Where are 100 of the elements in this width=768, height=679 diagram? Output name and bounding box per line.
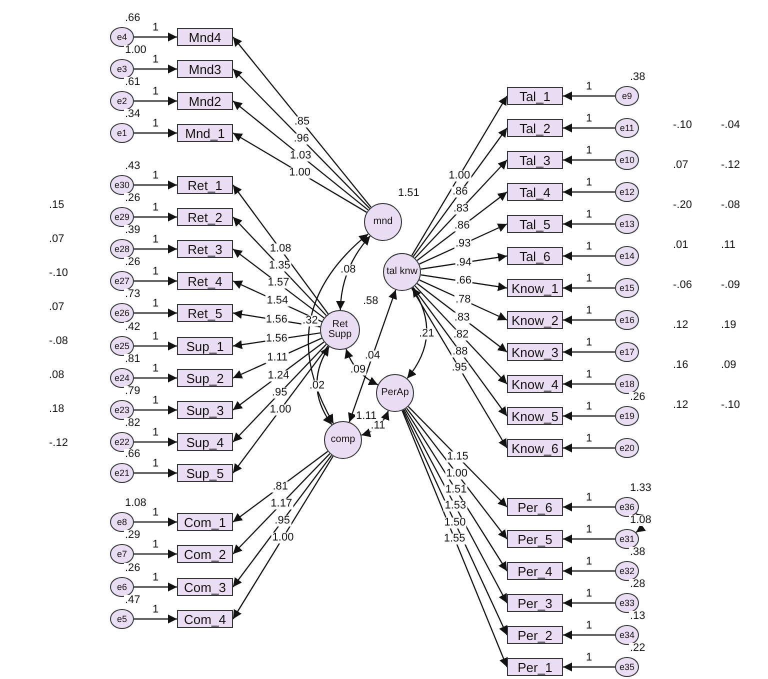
variance-value: 1.51 bbox=[397, 188, 420, 199]
variance-value: 1.33 bbox=[629, 483, 652, 494]
indicator-box: Com_1 bbox=[177, 513, 233, 531]
covariance-value: -.06 bbox=[672, 280, 693, 291]
error-circle: e9 bbox=[615, 86, 639, 106]
variance-value: .61 bbox=[124, 77, 142, 88]
arrow bbox=[419, 223, 508, 265]
arrow bbox=[336, 236, 371, 310]
covariance-value: -.08 bbox=[48, 336, 69, 347]
error-circle: e29 bbox=[110, 207, 134, 227]
covariance-value: .07 bbox=[672, 160, 690, 171]
arrow bbox=[134, 96, 177, 106]
latent-circle: comp bbox=[324, 421, 362, 459]
edge-label: 1.56 bbox=[264, 314, 288, 326]
covariance-value: .15 bbox=[48, 200, 66, 211]
indicator-box: Know_4 bbox=[507, 375, 563, 393]
edge-label: 1 bbox=[151, 458, 160, 470]
variance-value: .58 bbox=[362, 296, 380, 307]
edge-label: 1 bbox=[151, 118, 160, 130]
arrow bbox=[134, 32, 177, 42]
variance-value: 1.08 bbox=[124, 498, 148, 509]
edge-label: 1.00 bbox=[288, 167, 312, 178]
error-circle: e12 bbox=[615, 182, 639, 202]
arrow bbox=[348, 290, 397, 422]
arrow bbox=[134, 244, 177, 254]
indicator-box: Sup_1 bbox=[177, 337, 233, 355]
error-circle: e35 bbox=[615, 657, 639, 677]
arrow bbox=[563, 534, 615, 544]
arrow bbox=[232, 184, 329, 314]
edge-label: 1 bbox=[151, 234, 160, 246]
arrow bbox=[563, 412, 615, 420]
arrow bbox=[563, 502, 615, 512]
arrow bbox=[563, 380, 615, 388]
arrow bbox=[406, 408, 508, 540]
edge-label: .08 bbox=[340, 264, 357, 276]
edge-label: 1 bbox=[151, 86, 160, 98]
latent-circle: mnd bbox=[364, 203, 402, 241]
edge-label: 1 bbox=[151, 396, 160, 406]
variance-value: .66 bbox=[124, 449, 142, 460]
edge-label: .81 bbox=[272, 481, 290, 492]
indicator-box: Tal_2 bbox=[507, 119, 563, 137]
arrow bbox=[563, 156, 615, 164]
edge-label: 1 bbox=[584, 338, 594, 348]
variance-value: .79 bbox=[124, 386, 142, 397]
edge-label: .32 bbox=[302, 316, 319, 327]
variance-value: .22 bbox=[629, 643, 646, 654]
arrow bbox=[134, 518, 177, 526]
covariance-value: .09 bbox=[720, 360, 738, 371]
variance-value: .81 bbox=[124, 354, 142, 365]
edge-label: 1 bbox=[151, 22, 160, 34]
indicator-box: Com_3 bbox=[177, 578, 233, 596]
variance-value: .29 bbox=[124, 530, 142, 541]
arrow bbox=[232, 132, 367, 213]
edge-label: .95 bbox=[270, 388, 288, 399]
edge-label: 1.11 bbox=[266, 352, 289, 364]
variance-value: .26 bbox=[124, 257, 142, 268]
variance-value: .34 bbox=[124, 109, 142, 120]
arrow bbox=[408, 406, 508, 508]
latent-circle: tal knw bbox=[383, 253, 421, 291]
indicator-box: Tal_6 bbox=[507, 247, 563, 265]
edge-label: 1 bbox=[151, 170, 160, 182]
arrow bbox=[563, 630, 615, 640]
edge-label: 1.51 bbox=[444, 484, 468, 496]
indicator-box: Per_1 bbox=[507, 658, 563, 676]
indicator-box: Com_2 bbox=[177, 545, 233, 563]
arrow bbox=[420, 252, 508, 270]
arrow bbox=[232, 342, 324, 410]
arrow bbox=[134, 180, 177, 190]
edge-label: .82 bbox=[452, 329, 470, 340]
covariance-value: -.12 bbox=[720, 160, 741, 171]
variance-value: .39 bbox=[124, 225, 142, 236]
arrow bbox=[134, 582, 177, 592]
arrow bbox=[563, 252, 615, 260]
edge-label: .66 bbox=[455, 276, 473, 287]
edge-label: 1.24 bbox=[266, 370, 290, 382]
edge-label: .85 bbox=[293, 116, 311, 128]
edge-label: 1 bbox=[151, 428, 160, 438]
edge-label: 1 bbox=[584, 274, 594, 284]
arrow bbox=[419, 279, 508, 321]
edge-label: 1.00 bbox=[448, 170, 472, 182]
error-circle: e26 bbox=[110, 303, 134, 323]
edge-label: 1.55 bbox=[442, 533, 466, 544]
arrow bbox=[563, 220, 615, 228]
arrow bbox=[232, 216, 327, 316]
error-circle: e21 bbox=[110, 463, 134, 483]
arrow bbox=[563, 444, 615, 452]
edge-label: .94 bbox=[455, 257, 473, 268]
edge-label: .95 bbox=[450, 362, 468, 374]
variance-value: .38 bbox=[629, 547, 646, 558]
edge-label: 1 bbox=[584, 306, 594, 316]
covariance-value: -.20 bbox=[672, 200, 693, 211]
edge-label: .93 bbox=[454, 238, 472, 250]
arrow bbox=[563, 662, 615, 672]
edge-label: .02 bbox=[308, 380, 326, 392]
arrow bbox=[414, 285, 508, 384]
covariance-value: .16 bbox=[672, 360, 690, 371]
edge-label: 1.56 bbox=[264, 334, 288, 345]
edge-label: .04 bbox=[364, 350, 382, 362]
indicator-box: Ret_5 bbox=[177, 304, 233, 322]
arrow bbox=[414, 160, 508, 259]
